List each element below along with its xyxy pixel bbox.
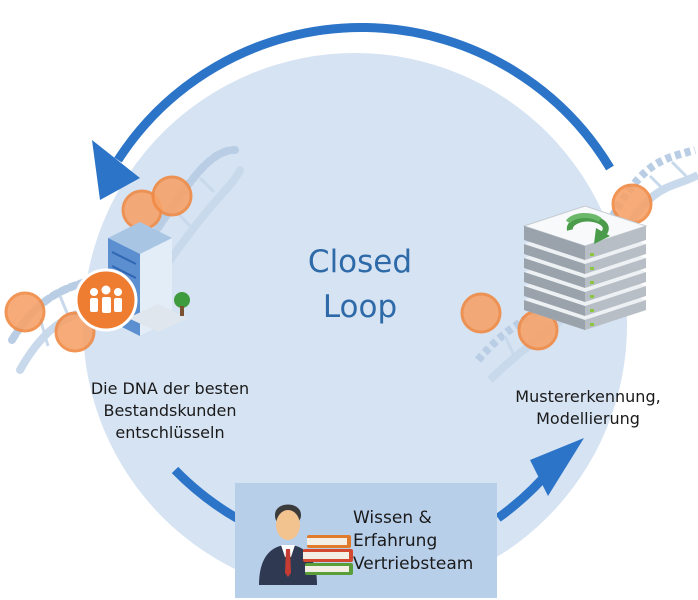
- team-badge-icon: [74, 268, 138, 332]
- sales-knowledge-line1: Wissen &: [353, 508, 432, 528]
- server-stack-icon: [522, 205, 648, 330]
- right-label-line2: Modellierung: [536, 409, 640, 428]
- loop-circle: [83, 53, 627, 597]
- right-label-line1: Mustererkennung,: [515, 387, 661, 406]
- left-label-line3: entschlüsseln: [115, 423, 225, 442]
- left-label: Die DNA der besten Bestandskunden entsch…: [70, 378, 270, 444]
- sales-knowledge-text: Wissen & Erfahrung Vertriebsteam: [353, 507, 473, 576]
- dna-node: [151, 175, 193, 217]
- refresh-icon: [565, 212, 610, 244]
- person-icon: [259, 504, 317, 585]
- sales-knowledge-box: Wissen & Erfahrung Vertriebsteam: [235, 483, 497, 598]
- left-label-line1: Die DNA der besten: [90, 379, 250, 398]
- sales-knowledge-line3: Vertriebsteam: [353, 554, 474, 574]
- books-icon: [303, 535, 353, 575]
- right-label: Mustererkennung, Modellierung: [498, 386, 678, 430]
- center-title-line2: Loop: [322, 289, 398, 325]
- sales-knowledge-line2: Erfahrung: [353, 531, 438, 551]
- center-title: Closed Loop: [270, 240, 450, 330]
- left-label-line2: Bestandskunden: [103, 401, 237, 420]
- dna-node: [4, 291, 46, 333]
- center-title-line1: Closed: [307, 244, 413, 280]
- dna-node: [460, 292, 502, 334]
